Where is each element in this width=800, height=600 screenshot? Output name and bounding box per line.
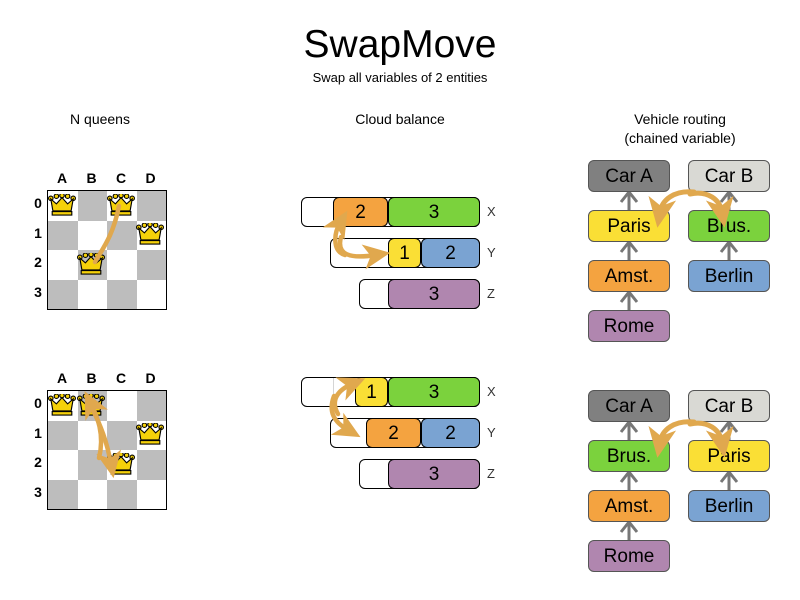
file-label-c: C [115, 170, 127, 186]
board-cell[interactable] [48, 420, 78, 450]
page-title: SwapMove [303, 23, 497, 66]
vr-stop[interactable]: Amst. [588, 490, 670, 522]
page-subtitle: Swap all variables of 2 entities [312, 70, 488, 85]
cb-process[interactable]: 2 [366, 418, 421, 448]
board-cell[interactable] [136, 479, 166, 509]
board-cell[interactable] [107, 420, 137, 450]
rank-label-3: 3 [34, 483, 42, 500]
board-cell[interactable] [107, 250, 137, 280]
board-cell[interactable] [77, 191, 107, 221]
vr-stop[interactable]: Berlin [688, 490, 770, 522]
rank-label-1: 1 [34, 424, 42, 441]
file-label-d: D [145, 170, 156, 186]
cb-row-label-z: Z [487, 286, 495, 301]
board-cell[interactable] [107, 279, 137, 309]
vr-stop[interactable]: Amst. [588, 260, 670, 292]
file-label-d: D [145, 370, 156, 386]
board-cell[interactable] [107, 479, 137, 509]
file-label-a: A [56, 170, 68, 186]
board-cell[interactable] [48, 479, 78, 509]
board-cell[interactable] [136, 279, 166, 309]
rank-label-3: 3 [34, 283, 42, 300]
board-cell[interactable] [136, 450, 166, 480]
vr-stop[interactable]: Rome [588, 540, 670, 572]
rank-label-0: 0 [34, 395, 42, 411]
vr-vehicle-car-b[interactable]: Car B [688, 160, 770, 192]
cb-ghost-divider [333, 378, 334, 406]
vr-stop[interactable]: Berlin [688, 260, 770, 292]
cb-process[interactable]: 3 [388, 279, 480, 309]
vr-vehicle-car-a[interactable]: Car A [588, 390, 670, 422]
cb-row-label-y: Y [487, 425, 496, 440]
queen-icon[interactable] [48, 194, 76, 218]
cb-row-label-x: X [487, 384, 496, 399]
board-cell[interactable] [77, 479, 107, 509]
cb-process[interactable]: 2 [421, 238, 480, 268]
vr-stop[interactable]: Rome [588, 310, 670, 342]
cb-process[interactable]: 3 [388, 377, 480, 407]
file-label-c: C [115, 370, 127, 386]
board-cell[interactable] [48, 250, 78, 280]
queen-icon[interactable] [48, 394, 76, 418]
section-title-vehicle-routing-line2: (chained variable) [624, 130, 736, 146]
swap-arrow-icon [322, 210, 391, 270]
section-title-vehicle-routing-line1: Vehicle routing [634, 111, 726, 127]
board-cell[interactable] [77, 220, 107, 250]
section-title-n-queens: N queens [70, 111, 130, 127]
vr-vehicle-car-a[interactable]: Car A [588, 160, 670, 192]
file-label-a: A [56, 370, 68, 386]
board-cell[interactable] [107, 391, 137, 421]
board-cell[interactable] [136, 191, 166, 221]
queen-icon[interactable] [136, 423, 164, 447]
board-cell[interactable] [136, 391, 166, 421]
board-cell[interactable] [48, 450, 78, 480]
vr-vehicle-car-b[interactable]: Car B [688, 390, 770, 422]
rank-label-2: 2 [34, 454, 42, 470]
board-cell[interactable] [77, 279, 107, 309]
swap-arrow-icon [84, 391, 122, 479]
cb-process[interactable]: 2 [421, 418, 480, 448]
swap-arrow-icon [648, 419, 734, 458]
swap-arrow-icon [329, 377, 366, 438]
rank-label-1: 1 [34, 224, 42, 241]
cb-process[interactable]: 3 [388, 459, 480, 489]
cb-row-label-z: Z [487, 466, 495, 481]
swap-arrow-icon [648, 189, 734, 228]
cb-process[interactable]: 1 [388, 238, 421, 268]
queen-icon[interactable] [136, 223, 164, 247]
board-cell[interactable] [136, 250, 166, 280]
cb-process[interactable]: 3 [388, 197, 480, 227]
file-label-b: B [86, 370, 97, 386]
swap-arrow-icon [92, 203, 122, 265]
rank-label-2: 2 [34, 254, 42, 270]
file-label-b: B [86, 170, 97, 186]
rank-label-0: 0 [34, 195, 42, 211]
board-cell[interactable] [48, 279, 78, 309]
cb-row-label-x: X [487, 204, 496, 219]
board-cell[interactable] [48, 220, 78, 250]
section-title-cloud-balance: Cloud balance [355, 111, 445, 127]
cb-row-label-y: Y [487, 245, 496, 260]
queen-icon[interactable] [107, 194, 135, 218]
